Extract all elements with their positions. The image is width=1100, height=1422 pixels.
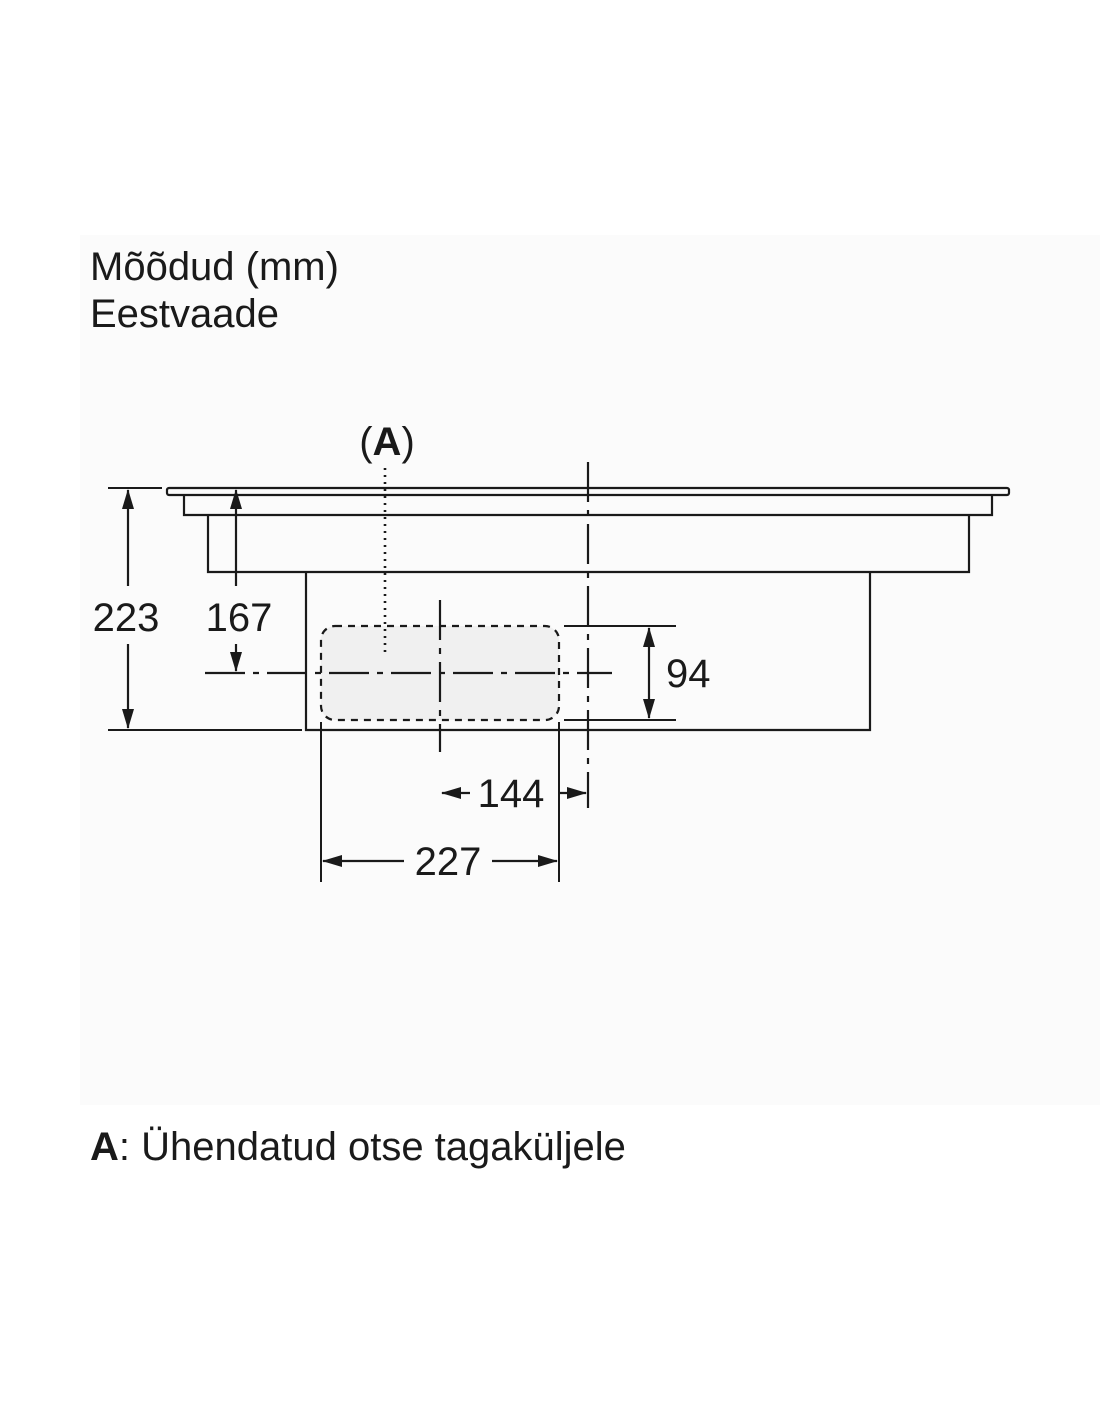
legend-text: Ühendatud otse tagaküljele (141, 1125, 626, 1169)
legend: A: Ühendatud otse tagaküljele (90, 1124, 626, 1171)
dimension-values: 223 167 94 144 227 (93, 596, 711, 884)
diagram-panel (80, 235, 1100, 1105)
dim-value-223: 223 (93, 596, 160, 640)
dim-value-144: 144 (478, 772, 545, 816)
page-title: Mõõdud (mm) (90, 245, 339, 289)
dim-value-227: 227 (415, 840, 482, 884)
callout-letter: A (373, 420, 402, 464)
page-subtitle: Eestvaade (90, 292, 280, 336)
centerlines (205, 462, 612, 808)
dim-value-167: 167 (206, 596, 273, 640)
extension-lines (108, 487, 676, 882)
dimension-lines (122, 489, 655, 867)
dim-value-94: 94 (666, 652, 711, 696)
legend-separator: : (118, 1125, 142, 1169)
title-block: Mõõdud (mm) Eestvaade (90, 244, 339, 338)
callout-label: (A) (359, 420, 415, 464)
legend-key: A (90, 1125, 119, 1169)
